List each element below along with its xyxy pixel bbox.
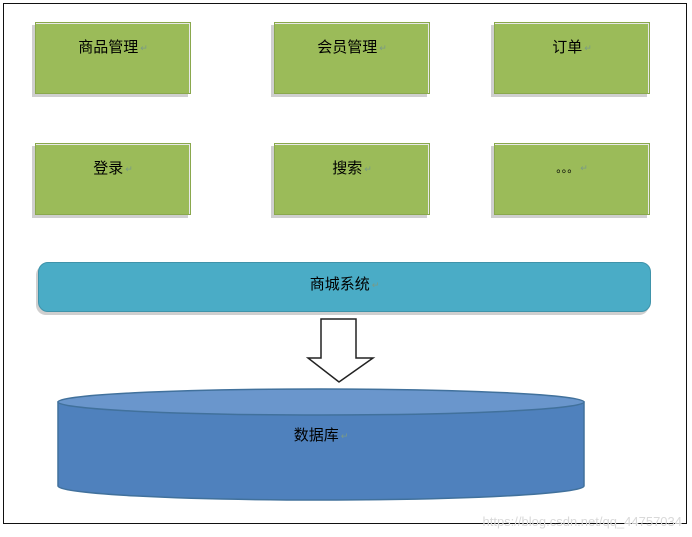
- system-label: 商城系统↵: [309, 275, 380, 293]
- paragraph-mark-icon: ↵: [340, 432, 349, 442]
- module-more: 。。。↵: [494, 143, 650, 215]
- module-label: 会员管理↵: [317, 38, 387, 56]
- module-orders: 订单↵: [494, 22, 650, 94]
- module-label: 。。。↵: [556, 162, 588, 175]
- watermark: https://blog.csdn.net/qq_44757034: [482, 514, 683, 529]
- module-product-management: 商品管理↵: [35, 22, 191, 94]
- paragraph-mark-icon: ↵: [371, 281, 380, 291]
- database-label: 数据库↵: [293, 426, 349, 444]
- module-member-management: 会员管理↵: [274, 22, 430, 94]
- paragraph-mark-icon: ↵: [584, 44, 592, 54]
- paragraph-mark-icon: ↵: [364, 165, 372, 175]
- paragraph-mark-icon: ↵: [140, 44, 148, 54]
- module-label: 登录↵: [93, 159, 133, 177]
- module-label: 订单↵: [552, 38, 592, 56]
- paragraph-mark-icon: ↵: [379, 44, 387, 54]
- paragraph-mark-icon: ↵: [580, 164, 588, 174]
- paragraph-mark-icon: ↵: [125, 165, 133, 175]
- mall-system-bar: 商城系统↵: [38, 262, 651, 312]
- module-login: 登录↵: [35, 143, 191, 215]
- down-arrow-icon: [306, 318, 376, 383]
- module-search: 搜索↵: [274, 143, 430, 215]
- module-label: 商品管理↵: [78, 38, 148, 56]
- database-cylinder: [57, 388, 585, 501]
- module-label: 搜索↵: [332, 159, 372, 177]
